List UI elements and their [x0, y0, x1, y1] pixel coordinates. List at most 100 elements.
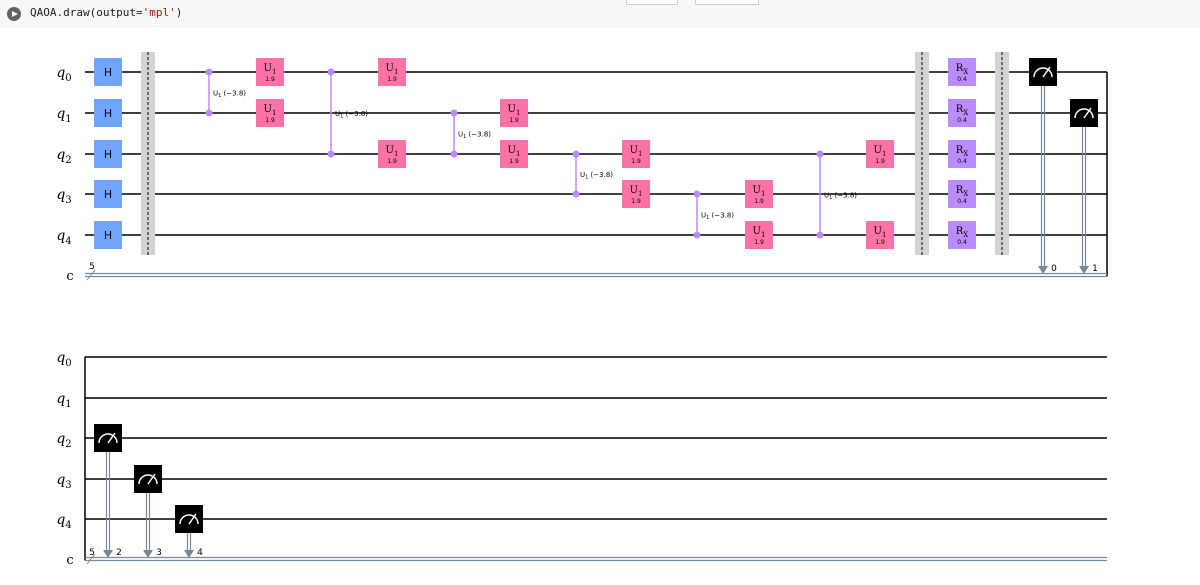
qubit-label: q2: [56, 431, 71, 450]
u1-gate: [866, 221, 894, 249]
meter-icon: [1074, 108, 1094, 119]
cu1-label: U1 (−3.8): [335, 110, 368, 120]
code-line[interactable]: QAOA.draw(output='mpl'): [30, 6, 182, 19]
measure-arrow: [103, 550, 113, 558]
u1-gate: [500, 140, 528, 168]
meter-icon: [138, 474, 158, 485]
u1-gate-label: U1: [386, 63, 399, 76]
rx-gate-label: RX: [956, 185, 969, 198]
u1-gate-param: 1.9: [509, 117, 519, 124]
cu1-control-dot: [450, 109, 458, 117]
cu1-control-dot: [572, 150, 580, 158]
cu1-control-dot: [816, 231, 824, 239]
cu1-control-dot: [693, 190, 701, 198]
h-gate: [94, 140, 122, 168]
run-cell-button[interactable]: [7, 7, 21, 21]
measure-arrow: [143, 550, 153, 558]
measure-gate: [1070, 99, 1098, 127]
measure-bit-label: 0: [1051, 264, 1057, 274]
rx-gate-param: 0.4: [957, 76, 967, 83]
classical-label: c: [66, 553, 73, 568]
u1-gate-label: U1: [264, 104, 277, 117]
measure-bit-label: 3: [156, 548, 162, 558]
qubit-label: q0: [56, 350, 71, 369]
h-gate-label: H: [104, 188, 112, 201]
u1-gate-param: 1.9: [387, 158, 397, 165]
rx-gate: [948, 140, 976, 168]
h-gate: [94, 221, 122, 249]
u1-gate-label: U1: [630, 145, 643, 158]
qubit-label: q1: [56, 106, 71, 125]
u1-gate-param: 1.9: [265, 76, 275, 83]
meter-needle-icon: [1083, 107, 1092, 119]
u1-gate-param: 1.9: [754, 239, 764, 246]
cu1-label: U1 (−3.8): [458, 131, 491, 141]
cu1-control-dot: [205, 68, 213, 76]
u1-gate-label: U1: [874, 145, 887, 158]
classical-bundle-slash: [86, 269, 96, 281]
u1-gate: [745, 180, 773, 208]
measure-gate: [134, 465, 162, 493]
rx-gate-label: RX: [956, 145, 969, 158]
u1-gate-param: 1.9: [875, 158, 885, 165]
h-gate-label: H: [104, 229, 112, 242]
qubit-label: q3: [56, 187, 71, 206]
measure-arrow: [1038, 266, 1048, 274]
h-gate-label: H: [104, 66, 112, 79]
qubit-label: q4: [56, 512, 71, 531]
measure-arrow: [184, 550, 194, 558]
u1-gate: [256, 99, 284, 127]
u1-gate-param: 1.9: [387, 76, 397, 83]
rx-gate-param: 0.4: [957, 198, 967, 205]
u1-gate-label: U1: [753, 226, 766, 239]
u1-gate-param: 1.9: [265, 117, 275, 124]
u1-gate: [378, 140, 406, 168]
h-gate: [94, 99, 122, 127]
u1-gate: [866, 140, 894, 168]
rx-gate-label: RX: [956, 104, 969, 117]
cu1-label: U1 (−3.8): [213, 90, 246, 100]
measure-gate: [94, 424, 122, 452]
meter-needle-icon: [1042, 66, 1051, 78]
u1-gate-param: 1.9: [754, 198, 764, 205]
rx-gate: [948, 58, 976, 86]
qubit-label: q0: [56, 65, 71, 84]
code-close-paren: ): [175, 6, 183, 19]
meter-needle-icon: [147, 473, 156, 485]
rx-gate: [948, 221, 976, 249]
cu1-control-dot: [327, 150, 335, 158]
measure-gate: [1029, 58, 1057, 86]
u1-gate: [500, 99, 528, 127]
u1-gate-label: U1: [386, 145, 399, 158]
h-gate: [94, 58, 122, 86]
toolbar-tab-stub: [626, 0, 678, 5]
classical-label: c: [66, 269, 73, 284]
cu1-control-dot: [205, 109, 213, 117]
meter-icon: [1033, 67, 1053, 78]
u1-gate-label: U1: [264, 63, 277, 76]
measure-bit-label: 1: [1092, 264, 1098, 274]
rx-gate: [948, 180, 976, 208]
code-string-literal: 'mpl': [142, 6, 176, 19]
u1-gate-param: 1.9: [875, 239, 885, 246]
rx-gate-param: 0.4: [957, 158, 967, 165]
qubit-label: q3: [56, 472, 71, 491]
u1-gate: [378, 58, 406, 86]
u1-gate-label: U1: [508, 104, 521, 117]
u1-gate-param: 1.9: [509, 158, 519, 165]
code-cell: QAOA.draw(output='mpl'): [0, 0, 1200, 28]
u1-gate-param: 1.9: [631, 158, 641, 165]
h-gate-label: H: [104, 148, 112, 161]
cu1-label: U1 (−3.8): [580, 171, 613, 181]
u1-gate: [256, 58, 284, 86]
cu1-control-dot: [816, 150, 824, 158]
measure-bit-label: 4: [197, 548, 203, 558]
rx-gate-param: 0.4: [957, 239, 967, 246]
meter-needle-icon: [107, 432, 116, 444]
u1-gate: [622, 140, 650, 168]
classical-bundle-slash: [86, 553, 96, 565]
qubit-label: q1: [56, 391, 71, 410]
u1-gate-label: U1: [753, 185, 766, 198]
rx-gate-label: RX: [956, 63, 969, 76]
